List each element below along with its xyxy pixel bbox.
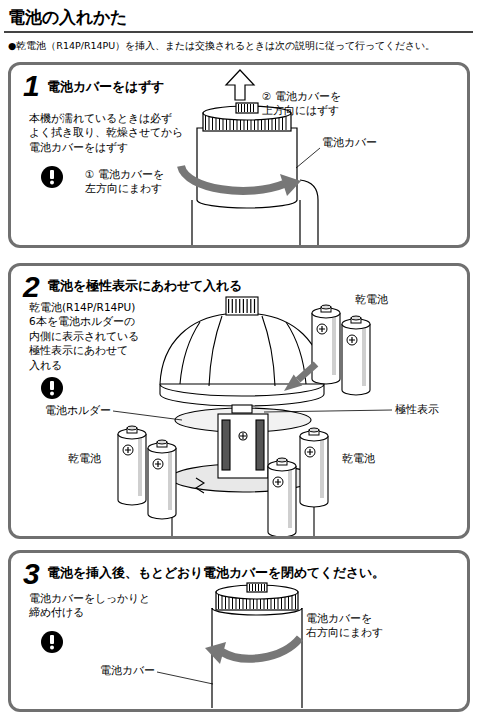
step1-device-part [280, 174, 301, 196]
dry-cells [118, 305, 370, 537]
leader-lines-part [296, 148, 320, 168]
title-rule [4, 32, 473, 33]
intro-note: ●乾電池（R14P/R14PU）を挿入、または交換されるときは次の説明に従って行… [8, 40, 473, 52]
dry-cells-part [118, 426, 146, 505]
part-name: 乾電池 [355, 293, 388, 307]
step3-device [205, 583, 302, 708]
leader-lines-part [264, 410, 392, 412]
part-name: 電池カバー [100, 664, 155, 678]
dry-cells-part [312, 305, 340, 384]
warning-icons-part [41, 631, 63, 653]
part-name: 極性表示 [395, 403, 439, 417]
callout-text: ② 電池カバーを 上方向にはずす [262, 90, 354, 117]
step-text: 乾電池(R14P/R14PU) 6本を電池ホルダーの 内側に表示されている 極性… [29, 300, 149, 372]
step-number: 1 [23, 71, 40, 101]
step-heading: 電池を極性表示にあわせて入れる [47, 278, 242, 295]
part-name: 乾電池 [68, 452, 101, 466]
callout-text: ① 電池カバーを 左方向にまわす [85, 168, 177, 195]
step2-device-part [240, 433, 246, 439]
step1-device-part [300, 180, 318, 246]
dry-cells-part [300, 428, 328, 507]
step-text: 本機が濡れているときは必ず よく拭き取り、乾燥させてから 電池カバーをはずす [29, 111, 189, 154]
step2-device-part [239, 432, 247, 440]
step1-device-part [238, 104, 256, 112]
step3-device-part [249, 584, 265, 591]
step-text: 電池カバーをしっかりと 締め付ける [29, 591, 157, 620]
warning-icons-part [41, 166, 63, 188]
part-name: 電池カバー [322, 136, 377, 150]
step-number: 2 [23, 272, 40, 302]
step2-device-part [228, 299, 256, 313]
dry-cells-part [268, 458, 296, 537]
step2-device-part [232, 405, 252, 413]
page-title: 電池の入れかた [8, 6, 127, 28]
step3-device-part [222, 638, 300, 659]
step2-device-part [256, 420, 264, 470]
step-heading: 電池を挿入後、もとどおり電池カバーを閉めてください。 [47, 565, 385, 582]
leader-lines-part [113, 411, 182, 420]
part-name: 乾電池 [342, 452, 375, 466]
dry-cells-part [148, 440, 176, 519]
step-heading: 電池カバーをはずす [47, 79, 164, 96]
step3-device-part [212, 608, 302, 708]
step3-device-part [247, 583, 267, 592]
insert-arrow-part [284, 375, 302, 392]
part-name: 電池ホルダー [45, 404, 111, 418]
step2-device [160, 297, 324, 536]
leader-lines-part [157, 672, 213, 684]
step1-device-part [181, 166, 284, 191]
step-panel: 3 電池を挿入後、もとどおり電池カバーを閉めてください。電池カバーをしっかりと 締… [8, 550, 470, 712]
step2-device-part [160, 384, 324, 406]
step1-device-part [236, 103, 258, 113]
insert-arrow [284, 364, 316, 391]
insert-arrow-part [298, 364, 316, 380]
callout-text: 電池カバーを 右方向にまわす [306, 612, 384, 639]
step2-device-part [222, 420, 230, 470]
step2-device-part [196, 478, 204, 493]
step1-device-part [197, 128, 297, 208]
leader-lines [113, 148, 392, 684]
step2-device-part [218, 414, 268, 478]
step-panel: 2 電池を極性表示にあわせて入れる乾電池(R14P/R14PU) 6本を電池ホルダ… [8, 263, 470, 539]
warning-icons-part [41, 377, 63, 399]
step3-device-part [212, 608, 302, 708]
step2-device-part [180, 316, 306, 386]
step1-device-part [226, 70, 254, 100]
dry-cells-part [342, 316, 370, 395]
step3-device-part [205, 642, 226, 664]
step2-device-part [226, 297, 258, 315]
step-number: 3 [23, 559, 40, 589]
step-panel: 1 電池カバーをはずす本機が濡れているときは必ず よく拭き取り、乾燥させてから 電… [8, 62, 470, 248]
title-rule-part [4, 31, 473, 33]
